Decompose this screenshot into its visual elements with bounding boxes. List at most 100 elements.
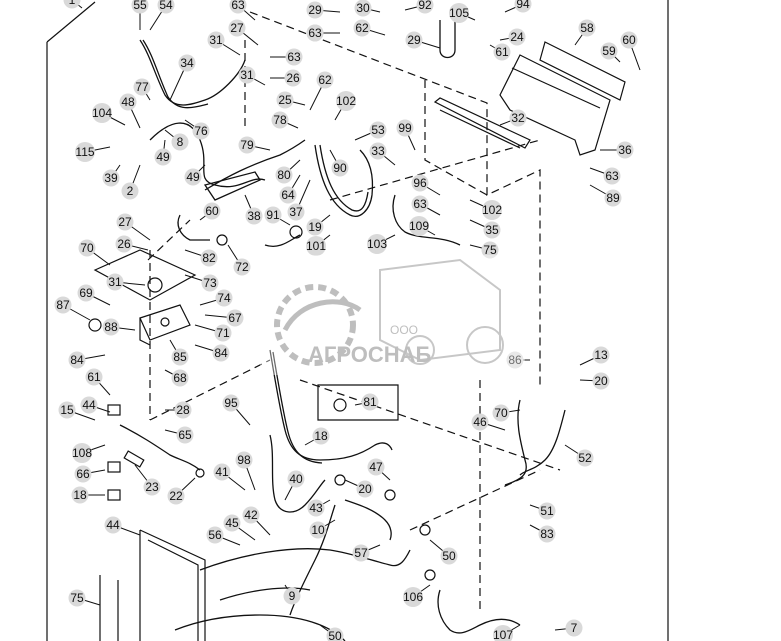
callout-bubble	[275, 166, 293, 184]
callout-bubble	[620, 31, 638, 49]
part-number: 98	[237, 453, 251, 467]
callout-bubble	[331, 159, 349, 177]
part-callout: 81	[354, 393, 379, 411]
callout-bubble	[80, 396, 98, 414]
callout-bubble	[396, 119, 414, 137]
part-callout: 63	[306, 24, 340, 42]
callout-bubble	[104, 516, 122, 534]
part-number: 50	[442, 549, 456, 563]
part-callout: 18	[304, 427, 330, 446]
part-callout: 8	[164, 129, 189, 151]
part-number: 18	[314, 429, 328, 443]
part-number: 19	[308, 220, 322, 234]
part-callout: 109	[409, 216, 436, 236]
part-callout: 31	[106, 273, 146, 291]
callout-bubble	[102, 169, 120, 187]
part-number: 20	[358, 482, 372, 496]
part-number: 40	[289, 472, 303, 486]
part-number: 43	[309, 501, 323, 515]
part-number: 41	[215, 465, 229, 479]
callout-bubble	[509, 109, 527, 127]
part-number: 71	[216, 326, 230, 340]
callout-bubble	[92, 103, 112, 123]
callout-bubble	[603, 167, 621, 185]
callout-bubble	[238, 136, 256, 154]
callout-bubble	[213, 463, 231, 481]
part-callout: 20	[344, 479, 374, 498]
part-callout: 26	[115, 235, 149, 253]
part-callout: 36	[600, 141, 634, 159]
part-callout: 9	[283, 584, 301, 605]
callout-bubble	[316, 71, 334, 89]
part-callout: 7	[554, 619, 583, 637]
part-callout: 61	[489, 43, 511, 61]
callout-bubble	[285, 48, 303, 66]
part-number: 47	[369, 460, 383, 474]
part-callout: 29	[405, 31, 441, 49]
callout-bubble	[576, 449, 594, 467]
part-number: 63	[231, 0, 245, 12]
part-callout: 106	[403, 584, 431, 607]
part-number: 26	[117, 237, 131, 251]
part-number: 63	[605, 169, 619, 183]
part-number: 65	[178, 428, 192, 442]
callout-bubble	[309, 521, 327, 539]
part-number: 107	[493, 628, 513, 641]
part-number: 84	[214, 346, 228, 360]
part-number: 62	[355, 21, 369, 35]
part-callout: 53	[354, 121, 387, 141]
part-callout: 105	[449, 3, 476, 23]
part-callout: 108	[72, 443, 106, 463]
callout-bubble	[238, 66, 256, 84]
callout-bubble	[409, 216, 429, 236]
part-number: 56	[208, 528, 222, 542]
part-callout: 60	[620, 31, 641, 71]
callout-bubble	[77, 284, 95, 302]
callout-bubble	[416, 0, 434, 14]
part-number: 60	[622, 33, 636, 47]
part-number: 75	[483, 243, 497, 257]
callout-bubble	[228, 19, 246, 37]
part-callout: 63	[229, 0, 256, 21]
part-number: 49	[186, 170, 200, 184]
part-callout: 26	[270, 69, 302, 87]
callout-bubble	[245, 207, 263, 225]
part-callout: 37	[287, 179, 311, 221]
part-callout: 44	[104, 516, 141, 536]
part-number: 73	[203, 276, 217, 290]
part-number: 2	[127, 184, 134, 198]
callout-bubble	[483, 221, 501, 239]
part-number: 46	[473, 415, 487, 429]
part-callout: 88	[102, 318, 136, 336]
part-callout: 47	[367, 458, 391, 481]
callout-bubble	[214, 324, 232, 342]
part-number: 8	[177, 135, 184, 149]
part-callout: 70	[492, 404, 521, 422]
part-callout: 62	[309, 71, 334, 111]
part-callout: 82	[184, 249, 218, 267]
part-number: 76	[194, 124, 208, 138]
callout-bubble	[154, 148, 172, 166]
callout-bubble	[367, 234, 387, 254]
part-callout: 15	[58, 401, 96, 421]
callout-bubble	[482, 200, 502, 220]
part-callout: 73	[184, 274, 219, 292]
part-number: 20	[594, 374, 608, 388]
part-number: 82	[202, 251, 216, 265]
part-callout: 22	[167, 477, 196, 505]
part-callout: 18	[71, 486, 105, 504]
part-callout: 28	[165, 401, 192, 419]
callout-bubble	[75, 142, 95, 162]
part-callout: 72	[227, 244, 251, 276]
part-number: 31	[240, 68, 254, 82]
callout-bubble	[102, 318, 120, 336]
callout-bubble	[306, 236, 326, 256]
part-number: 94	[516, 0, 530, 11]
part-number: 7	[571, 621, 578, 635]
callout-bubble	[306, 1, 324, 19]
part-callout: 71	[194, 324, 232, 342]
part-callout: 46	[471, 413, 506, 431]
part-callout: 60	[199, 202, 221, 221]
callout-bubble	[283, 587, 301, 605]
